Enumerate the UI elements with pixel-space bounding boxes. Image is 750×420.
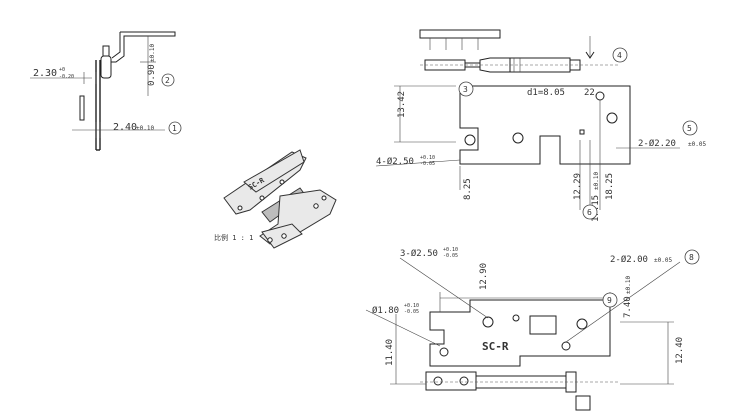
dim-3-holes-value: 3-Ø2.50 [400,248,438,259]
dim-7-40-tol: ±0.10 [625,276,632,294]
plan-marking: SC-R [482,340,509,353]
svg-text:-0.05: -0.05 [404,309,419,315]
dim-12-90-value: 12.90 [479,263,489,290]
dim-0-90-value: 0.90 [147,64,157,86]
dim-8-25: 8.25 [463,178,473,200]
dim-2-30: 2.30 +0 -0.20 [33,67,74,80]
balloon-3: 3 [458,81,474,97]
svg-text:+0.10: +0.10 [404,303,419,309]
dim-2-40: 2.40 ±0.10 [113,122,154,133]
svg-text:6: 6 [587,208,592,217]
balloon-4: 4 [612,47,628,63]
dim-0-90-tol: ±0.10 [149,44,156,62]
dim-18-25: 18.25 [605,173,615,200]
balloon-5: 5 [682,120,698,136]
dim-8-25-value: 8.25 [463,178,473,200]
svg-text:2: 2 [165,76,170,85]
svg-text:3: 3 [463,85,468,94]
dim-12-40: 12.40 [675,337,685,364]
svg-text:+0.10: +0.10 [443,247,458,253]
svg-text:9: 9 [607,296,612,305]
dim-d1: d1=8.05 22 [527,88,595,98]
dim-2-holes-top-tol: ±0.05 [688,141,706,148]
svg-text:1: 1 [172,124,177,133]
svg-text:-0.20: -0.20 [59,74,74,80]
svg-text:8: 8 [689,253,694,262]
dim-4-holes: 4-Ø2.50 +0.10 -0.05 [376,155,435,167]
dim-2-holes-bottom-tol: ±0.05 [654,257,672,264]
dim-2-holes-top: 2-Ø2.20 ±0.05 [638,138,706,149]
dim-d1-value-b: 22 [584,88,595,98]
bottom-plan-view: SC-R 3-Ø2.50 +0.10 -0.05 12.90 2-Ø2.00 ±… [365,247,700,411]
balloon-9: 9 [602,292,618,308]
dim-2-30-value: 2.30 [33,68,57,79]
svg-text:-0.05: -0.05 [420,161,435,167]
dim-12-40-value: 12.40 [675,337,685,364]
dim-2-holes-top-value: 2-Ø2.20 [638,138,676,149]
svg-text:-0.05: -0.05 [443,253,458,259]
dim-11-40-value: 11.40 [385,339,395,366]
dim-d1-value: d1=8.05 [527,88,565,98]
dim-13-42: 13.42 [397,91,407,118]
dim-2-40-tol: ±0.10 [136,125,154,132]
svg-text:5: 5 [687,124,692,133]
balloon-1: 1 [168,121,182,135]
dim-2-holes-bottom-value: 2-Ø2.00 [610,254,648,265]
dim-1-80-value: Ø1.80 [372,305,399,316]
dim-4-holes-value: 4-Ø2.50 [376,156,414,167]
balloon-2: 2 [161,73,175,87]
dim-2-holes-bottom: 2-Ø2.00 ±0.05 [610,254,672,265]
dim-12-29: 12.29 [573,173,583,200]
scale-note: 比例 1 : 1 [214,233,253,242]
svg-text:+0.10: +0.10 [420,155,435,161]
balloon-6: 6 [582,204,598,220]
isometric-view: SC-R 比例 1 : 1 [214,149,337,249]
top-plan-view: 13.42 d1=8.05 22 4-Ø2.50 +0.10 -0.05 8.2… [375,29,706,222]
svg-text:4: 4 [617,51,622,60]
side-view: 2.30 +0 -0.20 0.90 ±0.10 2.40 ±0.10 2 1 [30,31,182,151]
dim-12-90: 12.90 [479,263,489,290]
dim-3-holes: 3-Ø2.50 +0.10 -0.05 [400,247,458,259]
dim-0-90: 0.90 ±0.10 [147,44,157,86]
dim-7-40: 7.40 ±0.10 [623,276,633,318]
dim-2-30-tol: +0 [59,67,65,73]
dim-13-42-value: 13.42 [397,91,407,118]
dim-1-80: Ø1.80 +0.10 -0.05 [372,303,419,316]
dim-7-40-value: 7.40 [623,296,633,318]
dim-18-25-value: 18.25 [605,173,615,200]
dim-17-15-tol: ±0.10 [593,172,600,190]
dim-2-40-value: 2.40 [113,122,137,133]
balloon-8: 8 [684,249,700,265]
dim-11-40: 11.40 [385,339,395,366]
dim-12-29-value: 12.29 [573,173,583,200]
